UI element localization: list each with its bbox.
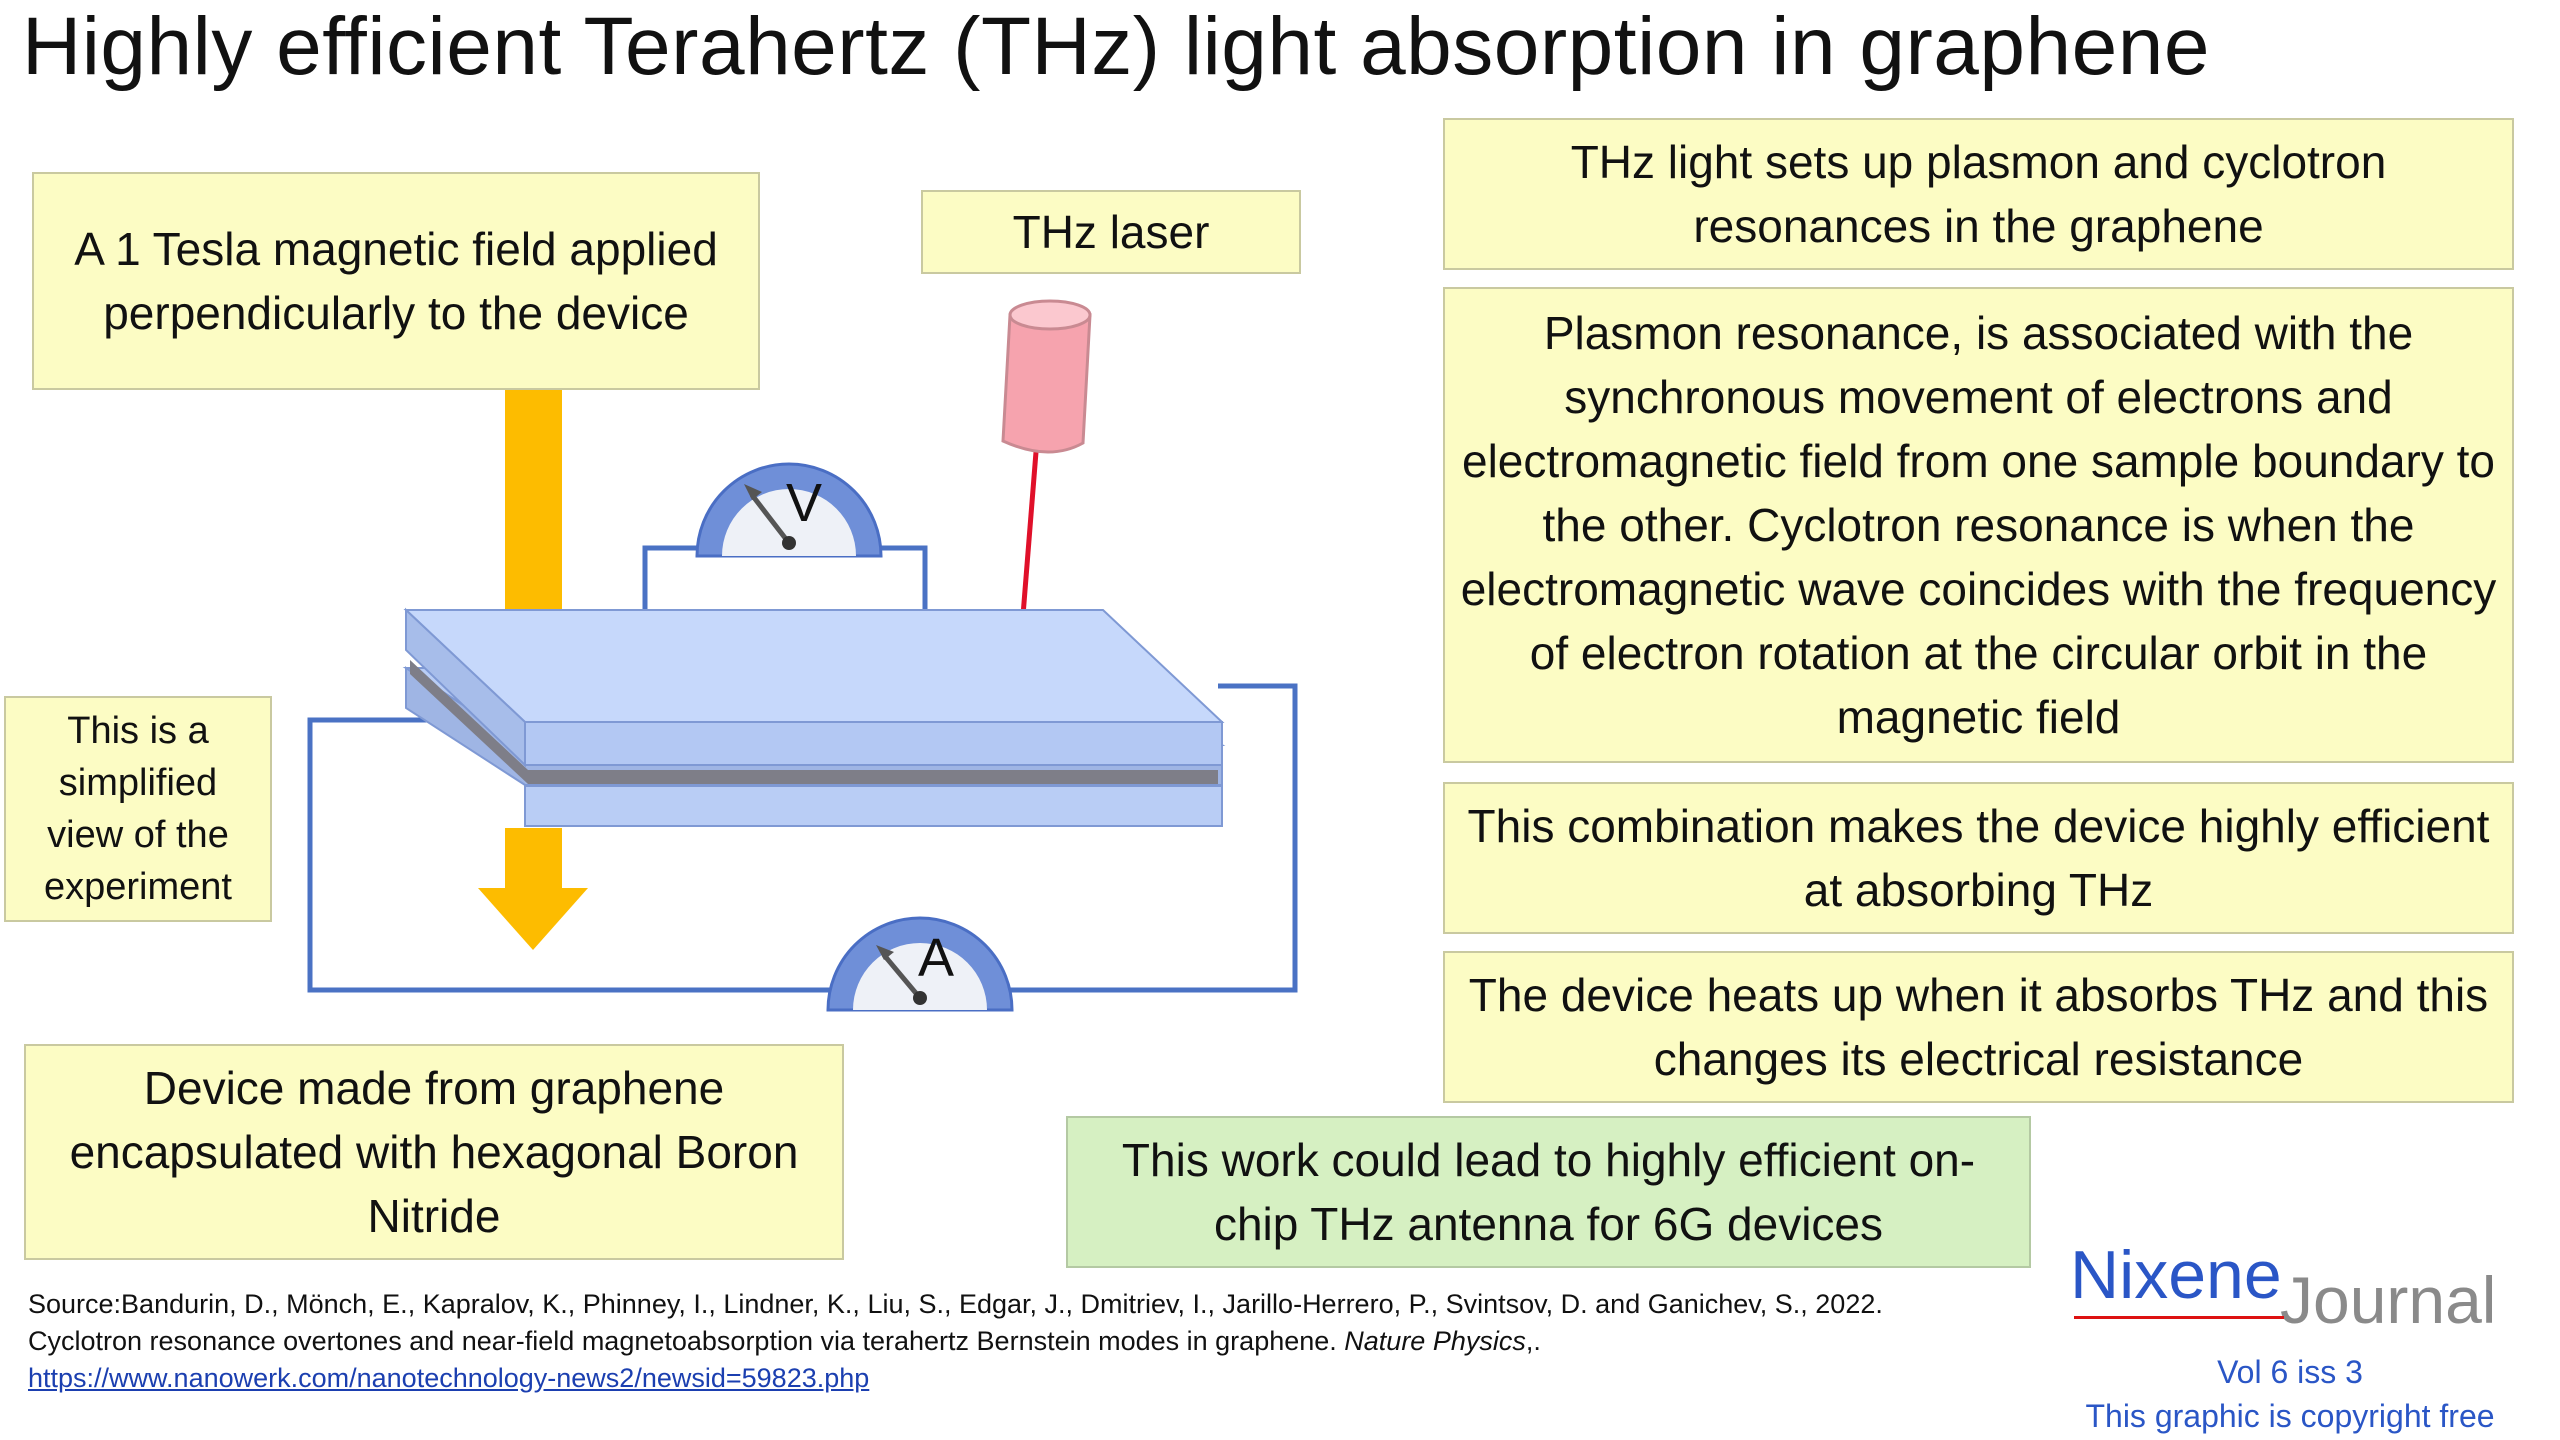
thz-sets-up-box: THz light sets up plasmon and cyclotron … [1443,118,2514,270]
thz-sets-up-text: THz light sets up plasmon and cyclotron … [1570,136,2387,252]
brand-name-nixene: Nixene [2070,1237,2282,1313]
thz-laser-text: THz laser [1012,206,1210,258]
magnetic-field-box: A 1 Tesla magnetic field applied perpend… [32,172,760,390]
simplified-view-box: This is a simplified view of the experim… [4,696,272,922]
device-made-box: Device made from graphene encapsulated w… [24,1044,844,1260]
could-lead-text: This work could lead to highly efficient… [1121,1134,1976,1250]
thz-laser-icon [1001,299,1092,454]
source-citation: Source:Bandurin, D., Mönch, E., Kapralov… [28,1286,1988,1397]
source-text: Source:Bandurin, D., Mönch, E., Kapralov… [28,1289,1883,1356]
device-heats-box: The device heats up when it absorbs THz … [1443,951,2514,1103]
ammeter-label: A [918,928,954,988]
plasmon-resonance-text: Plasmon resonance, is associated with th… [1460,307,2497,743]
brand-underline [2074,1316,2284,1319]
could-lead-box: This work could lead to highly efficient… [1066,1116,2031,1268]
magnetic-field-text: A 1 Tesla magnetic field applied perpend… [74,223,718,339]
laser-beam [1019,451,1039,629]
page-title: Highly efficient Terahertz (THz) light a… [22,1,2210,92]
combination-box: This combination makes the device highly… [1443,782,2514,934]
voltmeter-icon [695,462,883,558]
device-heats-text: The device heats up when it absorbs THz … [1468,969,2489,1085]
volume-text: Vol 6 iss 3 [2217,1354,2363,1390]
thz-laser-box: THz laser [921,190,1301,274]
simplified-view-text: This is a simplified view of the experim… [44,710,232,908]
magnetic-field-arrow-lower [478,828,588,950]
source-after-journal: ,. [1525,1326,1541,1356]
voltmeter-label: V [786,473,822,533]
copyright-text: This graphic is copyright free [2085,1398,2495,1434]
plasmon-resonance-box: Plasmon resonance, is associated with th… [1443,287,2514,763]
device-made-text: Device made from graphene encapsulated w… [69,1062,799,1242]
top-plate [403,607,1225,768]
combination-text: This combination makes the device highly… [1467,800,2490,916]
source-journal: Nature Physics [1344,1326,1526,1356]
volume-info: Vol 6 iss 3 This graphic is copyright fr… [2040,1350,2540,1438]
brand-name-journal: Journal [2280,1263,2497,1337]
graphene-layer [410,660,1218,784]
ammeter-icon [826,916,1014,1012]
source-link[interactable]: https://www.nanowerk.com/nanotechnology-… [28,1363,870,1393]
nixene-journal-logo: Nixene Journal [2070,1236,2510,1337]
